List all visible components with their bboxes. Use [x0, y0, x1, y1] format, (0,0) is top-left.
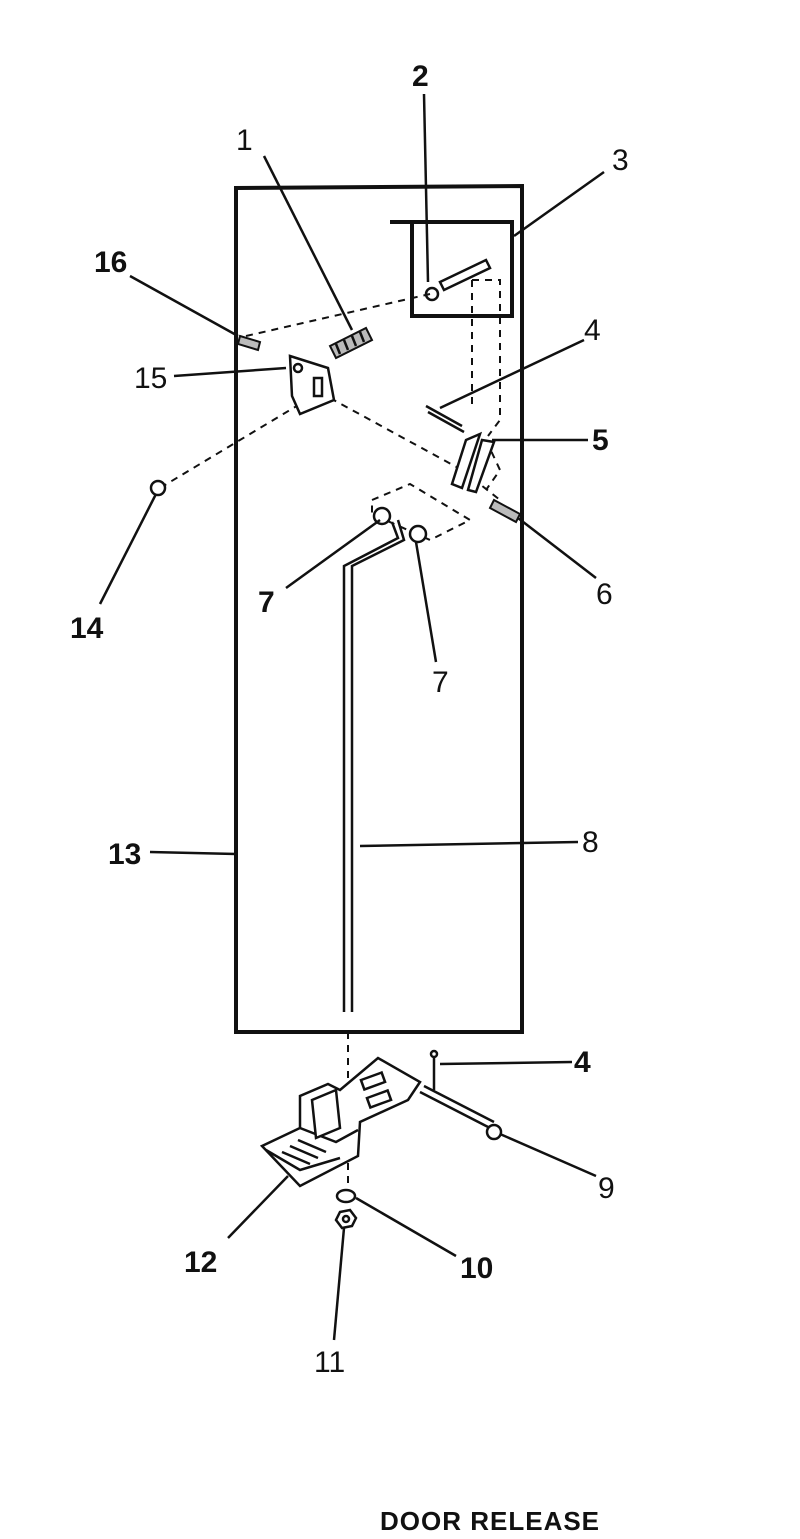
- spring: [328, 326, 374, 360]
- door-panel: [234, 183, 524, 1034]
- callout-7-right: 7: [432, 666, 449, 699]
- pivot-shaft: [419, 1084, 503, 1141]
- pedal: [259, 1056, 422, 1188]
- leader-lines: [98, 93, 605, 1341]
- screw-left: [149, 479, 167, 497]
- diagram-caption: DOOR RELEASE: [380, 1506, 600, 1536]
- release-rod: [342, 519, 406, 1012]
- callout-labels: 1 2 3 4 5 6 7 7 8 9 10 11 12 13 14 15 16…: [70, 60, 629, 1379]
- washer: [335, 1188, 357, 1204]
- callout-13: 13: [108, 838, 141, 871]
- cotter-pin-upper: [425, 404, 465, 434]
- callout-4-lower: 4: [574, 1046, 591, 1079]
- small-spring: [236, 334, 262, 352]
- callout-11: 11: [314, 1346, 345, 1379]
- callout-4-upper: 4: [584, 314, 601, 347]
- upper-housing: [390, 220, 514, 491]
- callout-7-left: 7: [258, 586, 275, 619]
- callout-8: 8: [582, 826, 599, 859]
- callout-16: 16: [94, 246, 127, 279]
- callout-5: 5: [592, 424, 609, 457]
- cotter-pin-lower: [429, 1049, 439, 1090]
- callout-1: 1: [236, 124, 253, 157]
- assembly-lines: [159, 293, 501, 1192]
- nut: [334, 1208, 358, 1230]
- callout-6: 6: [596, 578, 613, 611]
- callout-2: 2: [412, 60, 429, 93]
- callout-3: 3: [612, 144, 629, 177]
- release-pin: [424, 258, 492, 302]
- callout-12: 12: [184, 1246, 217, 1279]
- callout-10: 10: [460, 1252, 493, 1285]
- callout-14: 14: [70, 612, 104, 645]
- callout-15: 15: [134, 362, 167, 395]
- lever: [450, 431, 496, 494]
- screw: [488, 498, 522, 524]
- hinge-bracket: [288, 354, 336, 416]
- callout-9: 9: [598, 1172, 615, 1205]
